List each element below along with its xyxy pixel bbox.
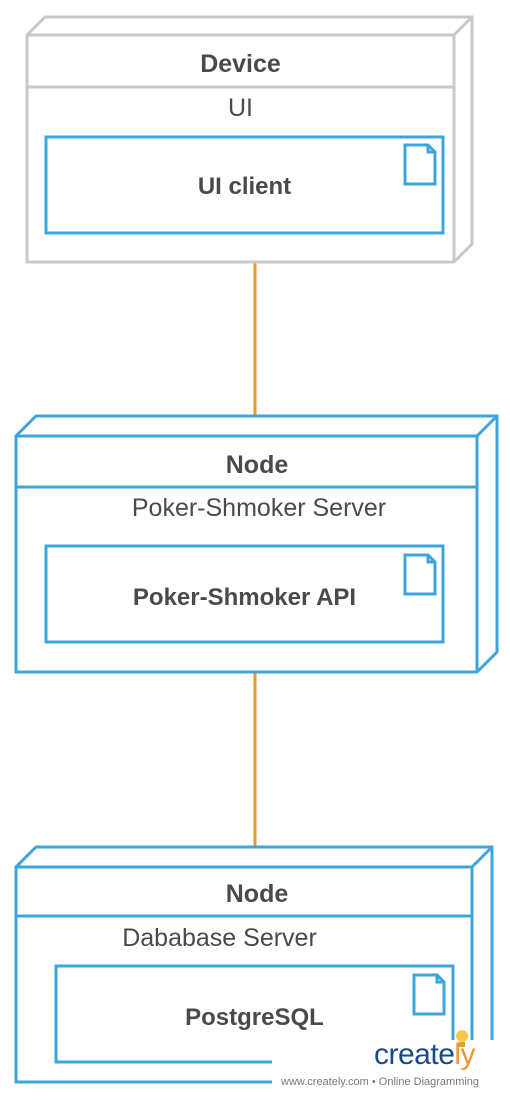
postgresql-label: PostgreSQL <box>185 1004 324 1031</box>
watermark-backdrop <box>272 1040 504 1096</box>
server-name-label: Poker-Shmoker Server <box>131 494 387 522</box>
document-icon <box>412 973 446 1016</box>
document-icon <box>403 143 437 186</box>
creately-logo-main: create <box>374 1038 455 1071</box>
creately-tagline[interactable]: www.creately.com • Online Diagramming <box>281 1076 480 1088</box>
poker-shmoker-api-component[interactable] <box>44 544 445 644</box>
creately-logo-end: ly <box>454 1038 476 1071</box>
lightbulb-icon <box>456 1030 468 1047</box>
ui-client-component[interactable] <box>44 135 445 235</box>
poker-shmoker-api-label: Poker-Shmoker API <box>132 584 357 611</box>
device-name-label: UI <box>228 94 253 122</box>
ui-client-label: UI client <box>197 173 292 200</box>
device-stereotype-label: Device <box>200 50 281 78</box>
database-stereotype-label: Node <box>225 880 289 908</box>
server-stereotype-label: Node <box>225 451 289 479</box>
creately-logo[interactable]: creately <box>374 1038 476 1072</box>
database-name-label: Dababase Server <box>122 924 317 952</box>
document-icon <box>403 553 437 596</box>
